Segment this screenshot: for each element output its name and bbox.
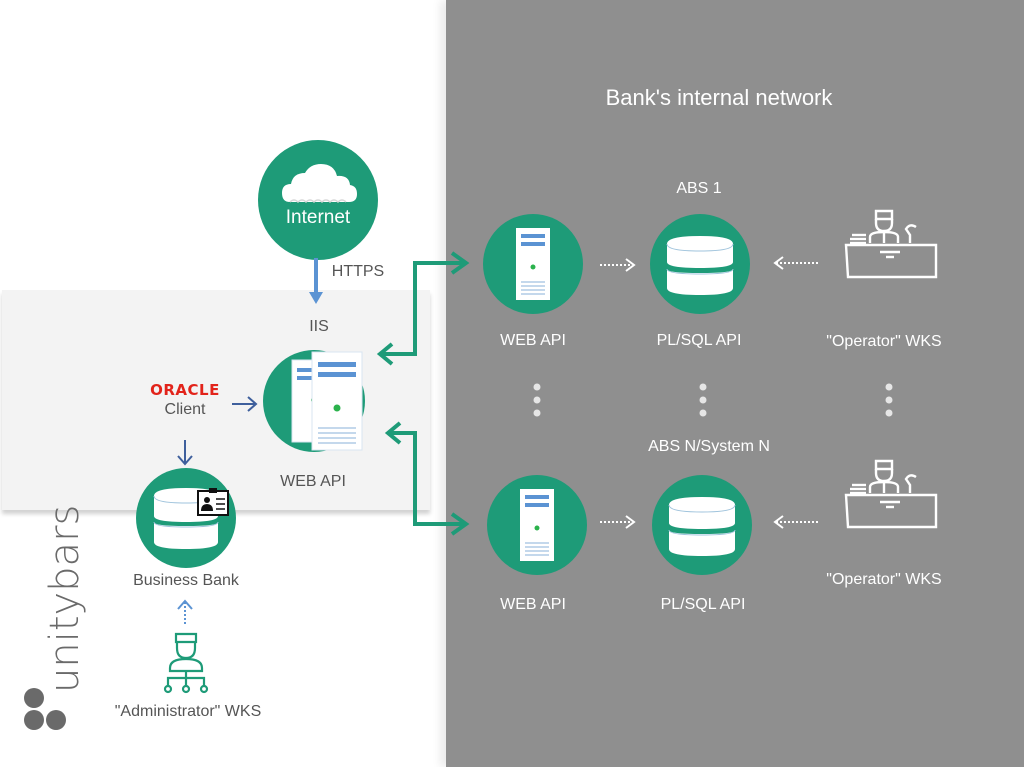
abs1-plsql-label: PL/SQL API <box>656 332 742 349</box>
network-title: Bank's internal network <box>605 85 833 110</box>
https-label: HTTPS <box>331 263 385 280</box>
abs1-plsql-node <box>650 214 750 314</box>
database-icon <box>153 488 219 549</box>
absn-plsql-node <box>652 475 752 575</box>
absn-webapi-to-plsql-arrow <box>600 515 636 529</box>
cloud-icon <box>282 164 357 204</box>
bank-internal-network-zone <box>446 0 1024 767</box>
server-icon <box>516 228 550 300</box>
abs1-web-api-label: WEB API <box>500 332 566 349</box>
oracle-to-webapi-arrow <box>232 396 258 412</box>
business-bank-node <box>136 468 236 568</box>
iis-internal-connectors <box>376 251 470 536</box>
admin-to-bank-arrow <box>177 599 193 626</box>
oracle-to-bank-arrow <box>177 440 193 466</box>
operator-desk-icon <box>844 209 938 279</box>
administrator-label: "Administrator" WKS <box>114 703 262 720</box>
abs1-name: ABS 1 <box>676 180 722 197</box>
iis-web-api-label: WEB API <box>280 473 346 490</box>
absn-web-api-label: WEB API <box>500 596 566 613</box>
operator-desk-icon <box>844 459 938 529</box>
id-card-icon <box>197 488 229 516</box>
https-arrow <box>309 258 323 304</box>
unitybars-logo-dots <box>24 688 66 730</box>
database-icon <box>666 236 734 295</box>
absn-web-api-node <box>487 475 587 575</box>
abs1-webapi-to-plsql-arrow <box>600 258 636 272</box>
unitybars-logo-text: unitybars <box>42 504 88 693</box>
ellipsis-operator <box>885 383 893 417</box>
abs1-operator-label: "Operator" WKS <box>826 333 942 350</box>
abs1-web-api-node <box>483 214 583 314</box>
iis-label: IIS <box>309 318 329 335</box>
ellipsis-plsql <box>699 383 707 417</box>
oracle-client-label: Client <box>164 401 206 418</box>
business-bank-label: Business Bank <box>133 572 239 589</box>
absn-plsql-label: PL/SQL API <box>660 596 746 613</box>
internet-node: Internet <box>258 140 378 260</box>
database-icon <box>668 497 736 556</box>
absn-name: ABS N/System N <box>648 438 770 455</box>
absn-operator-to-plsql-arrow <box>773 515 820 529</box>
servers-icon <box>291 351 363 451</box>
ellipsis-webapi <box>533 383 541 417</box>
internet-label: Internet <box>285 207 351 228</box>
admin-hierarchy-icon <box>163 632 209 694</box>
absn-operator-label: "Operator" WKS <box>826 571 942 588</box>
connector-absn <box>388 431 466 526</box>
abs1-operator-to-plsql-arrow <box>773 256 820 270</box>
oracle-logo: ORACLE <box>150 381 220 399</box>
connector-abs1 <box>380 261 466 356</box>
server-icon <box>520 489 554 561</box>
